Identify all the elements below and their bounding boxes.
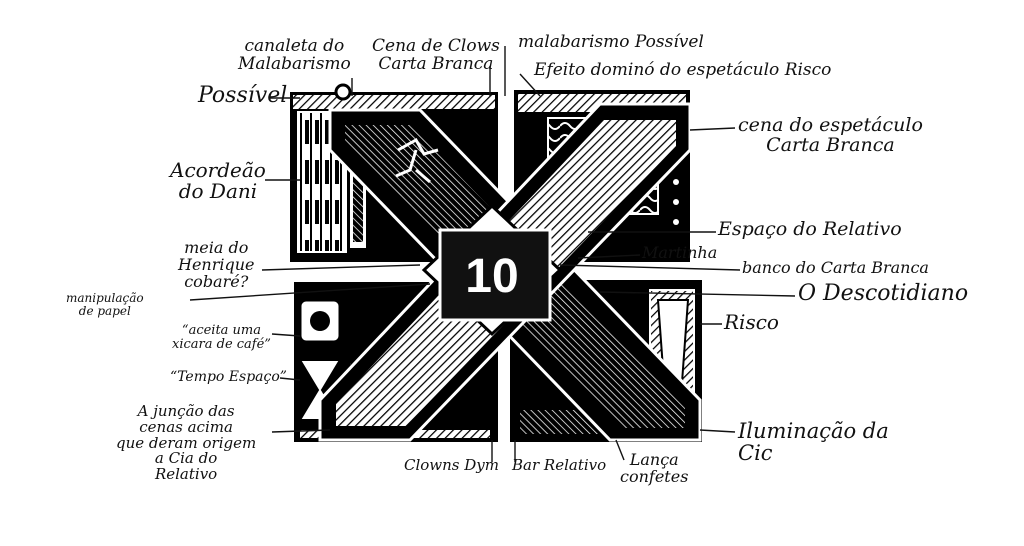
label-banco: banco do Carta Branca	[742, 258, 929, 277]
label-espaco-relativo: Espaço do Relativo	[718, 218, 902, 240]
label-tempo-espaco: “Tempo Espaço”	[170, 369, 287, 385]
center-number: 10	[465, 250, 518, 303]
label-efeito-domino: Efeito dominó do espetáculo Risco	[534, 60, 832, 80]
label-malabarismo-possivel: malabarismo Possível	[518, 32, 704, 52]
label-descotidiano: O Descotidiano	[798, 281, 969, 306]
label-clowns-dym: Clowns Dym	[404, 456, 499, 474]
ring-icon	[334, 83, 352, 101]
label-bar-relativo: Bar Relativo	[512, 456, 607, 474]
center-badge: 10	[421, 203, 563, 337]
leader-lines	[189, 46, 796, 462]
label-martinha: Martinha	[642, 243, 718, 262]
label-possivel: Possível	[198, 83, 288, 108]
runner-figure-icon	[395, 137, 439, 184]
label-risco: Risco	[724, 310, 779, 334]
